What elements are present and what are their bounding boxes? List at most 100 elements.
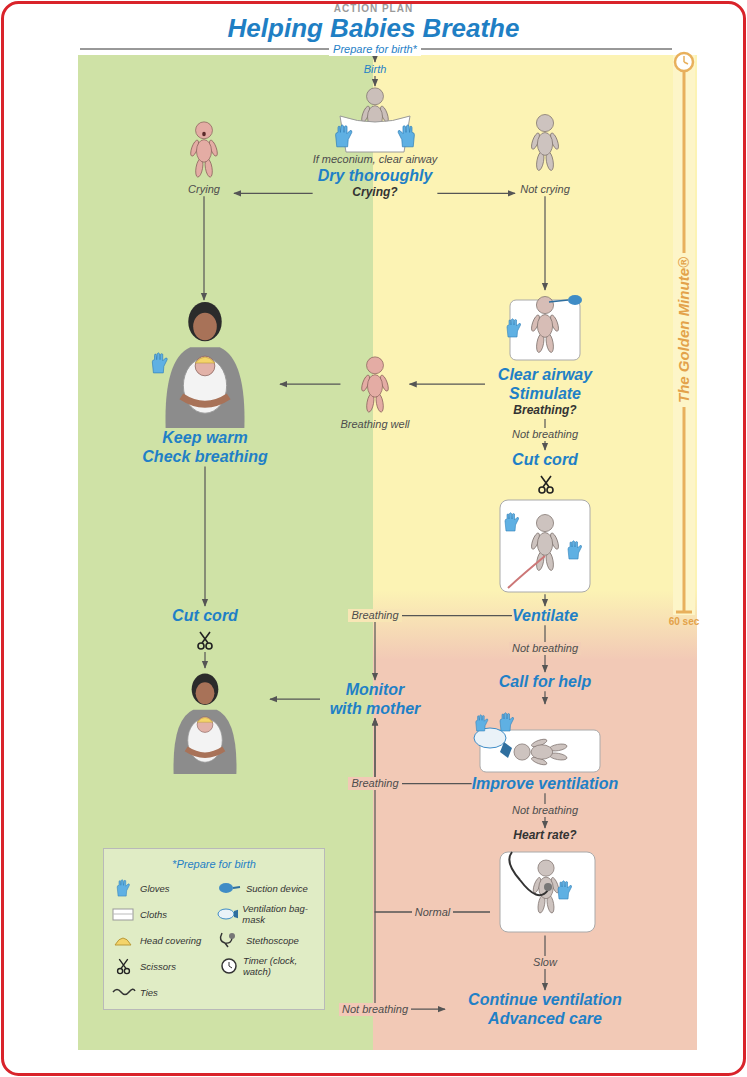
- step-node: Crying: [174, 120, 234, 196]
- edge-label: Normal: [412, 906, 453, 919]
- clear-airway-picture: [507, 295, 582, 360]
- legend-box: *Prepare for birthGloves Suction deviceCl…: [103, 848, 325, 1010]
- yellow-red-zone: [373, 55, 697, 1050]
- connector: [544, 196, 545, 290]
- step-text: Heart rate?: [490, 828, 600, 844]
- connector: [544, 691, 545, 704]
- step-node: Keep warm Check breathing: [130, 300, 280, 466]
- step-text: Breathing?: [485, 403, 605, 419]
- legend-item: Suction device: [216, 879, 318, 897]
- legend-sample: [110, 931, 136, 949]
- step-text: Ventilate: [512, 606, 578, 625]
- step-node: Improve ventilation: [472, 704, 619, 793]
- legend-item: Scissors: [110, 955, 212, 977]
- step-text: Monitor with mother: [320, 680, 430, 718]
- legend-sample: [216, 905, 238, 923]
- legend-text: Ventilation bag-mask: [242, 903, 318, 925]
- connector: [203, 196, 204, 300]
- legend-sample: [216, 957, 239, 975]
- connector: [437, 193, 515, 194]
- edge-label: Slow: [530, 956, 560, 969]
- connector: [375, 616, 512, 680]
- legend-text: Gloves: [140, 883, 170, 894]
- legend-text: Scissors: [140, 961, 176, 972]
- legend-sample: [216, 879, 242, 897]
- legend-text: Cloths: [140, 909, 167, 920]
- edge-label: Not breathing: [339, 1003, 411, 1016]
- legend-sample: [110, 983, 136, 1001]
- title: Helping Babies Breathe: [0, 14, 747, 42]
- step-text: Cut cord: [140, 606, 270, 625]
- connector: [374, 56, 375, 62]
- legend-sample: [110, 879, 136, 897]
- connector: [410, 384, 485, 385]
- legend-sample: [110, 905, 136, 923]
- connector: [204, 466, 205, 606]
- step-node: Continue ventilation Advanced care: [445, 990, 645, 1028]
- legend-title: *Prepare for birth: [110, 857, 318, 871]
- legend-sample: [216, 931, 242, 949]
- step-node: If meconium, clear airwayDry thoroughlyC…: [313, 86, 438, 201]
- connector: [270, 699, 320, 700]
- heart-rate-picture: [500, 852, 595, 932]
- connector: [234, 193, 313, 194]
- legend-text: Suction device: [246, 883, 308, 894]
- step-node: Monitor with mother: [320, 680, 430, 718]
- step-text: Cut cord: [495, 450, 595, 469]
- step-node: Clear airway StimulateBreathing?: [485, 290, 605, 419]
- legend-item: Stethoscope: [216, 931, 318, 949]
- legend-text: Head covering: [140, 935, 201, 946]
- step-text: Crying?: [313, 185, 438, 201]
- step-text: Birth: [364, 62, 387, 76]
- step-text: Crying: [174, 182, 234, 196]
- step-node: Cut cord: [140, 606, 270, 785]
- step-text: Keep warm Check breathing: [130, 428, 280, 466]
- step-node: Breathing well: [340, 355, 409, 431]
- step-node: Call for help: [499, 672, 591, 691]
- edge-label: Not breathing: [509, 642, 581, 655]
- legend-item: Ties: [110, 983, 212, 1001]
- frame: [3, 3, 745, 1075]
- legend-item: Ventilation bag-mask: [216, 903, 318, 925]
- edge-label: Breathing: [348, 609, 401, 622]
- step-text: Continue ventilation Advanced care: [445, 990, 645, 1028]
- step-node: Cut cord: [495, 450, 595, 594]
- cut-cord-picture: [500, 476, 590, 592]
- edge-label: Not breathing: [509, 428, 581, 441]
- timeline-label: The Golden Minute®: [675, 253, 693, 407]
- legend-text: Stethoscope: [246, 935, 299, 946]
- breathing-baby: [360, 357, 390, 413]
- birth-picture: [336, 88, 415, 152]
- step-text: Call for help: [499, 672, 591, 691]
- step-text: Clear airway Stimulate: [485, 365, 605, 403]
- time-mark: 60 sec: [669, 616, 700, 628]
- connector: [280, 384, 340, 385]
- step-text: Improve ventilation: [472, 774, 619, 793]
- cut-cord-mother-picture: [174, 632, 237, 774]
- edge-label: Breathing: [348, 777, 401, 790]
- connector: [375, 718, 490, 912]
- step-node: Prepare for birth*: [329, 42, 421, 56]
- legend-item: Cloths: [110, 903, 212, 925]
- bag-mask-picture: [474, 713, 600, 772]
- step-text: Dry thoroughly: [313, 166, 438, 185]
- step-node: Not crying: [515, 112, 575, 196]
- legend-item: Timer (clock, watch): [216, 955, 318, 977]
- kicker: ACTION PLAN: [334, 3, 413, 15]
- step-text: If meconium, clear airway: [313, 152, 438, 166]
- connector: [374, 76, 375, 86]
- golden-minute-bar: [673, 53, 695, 615]
- limp-baby: [530, 115, 560, 171]
- legend-item: Head covering: [110, 931, 212, 949]
- step-node: Heart rate?: [490, 828, 600, 936]
- step-node: Ventilate: [512, 606, 578, 625]
- green-zone: [78, 55, 373, 1050]
- connector: [375, 718, 472, 783]
- legend-sample: [110, 957, 136, 975]
- step-node: Birth: [364, 62, 387, 76]
- legend-item: Gloves: [110, 879, 212, 897]
- crying-baby: [189, 122, 219, 178]
- edge-label: Not breathing: [509, 804, 581, 817]
- step-text: Not crying: [515, 182, 575, 196]
- step-text: Prepare for birth*: [333, 42, 417, 56]
